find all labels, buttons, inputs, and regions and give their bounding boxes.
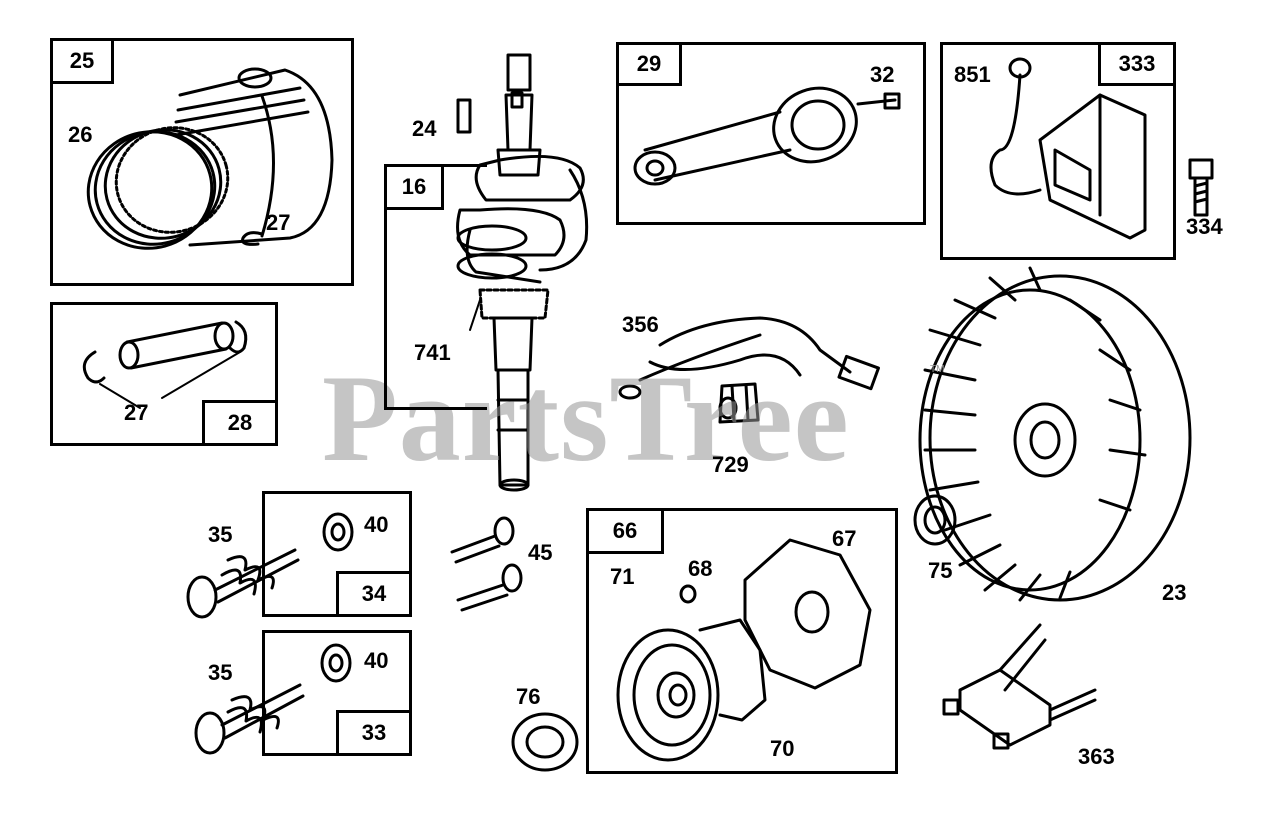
callout-key: 24: [412, 116, 437, 141]
callout-retainer-b: 27: [124, 400, 149, 425]
armature-box-tag: 333: [1098, 42, 1176, 86]
rod-box: [616, 42, 926, 225]
clutch-drawing: [616, 538, 872, 762]
retainer-clip-drawing: [241, 231, 264, 246]
callout-cap-a: 40: [364, 512, 389, 537]
seal-drawing: [511, 712, 579, 772]
armature-box: [940, 42, 1176, 260]
callout-flywheel: 23: [1162, 580, 1187, 605]
callout-retainer-a: 27: [266, 210, 291, 235]
armature-drawing: [989, 57, 1147, 240]
callout-rings: 26: [68, 122, 93, 147]
bracket-drawing: [942, 623, 1097, 750]
piston-box: [50, 38, 354, 286]
flywheel-drawing: [918, 266, 1192, 602]
callout-gear: 741: [414, 340, 451, 365]
valve-exhaust-box-tag: 34: [336, 571, 412, 617]
crankshaft-box-tag: 16: [384, 164, 444, 210]
ground-wire-drawing: [618, 316, 880, 400]
callout-clip: 729: [712, 452, 749, 477]
armature-screw-drawing: [1188, 158, 1214, 217]
piston-pin-drawing: [82, 320, 248, 409]
callout-tappet: 45: [528, 540, 553, 565]
callout-cap-b: 40: [364, 648, 389, 673]
piston-rings-drawing: [86, 126, 230, 250]
watermark-trademark: TM: [930, 364, 945, 375]
gear-leader: [469, 299, 481, 331]
callout-spring-a: 35: [208, 522, 233, 547]
callout-cup: 70: [770, 736, 795, 761]
callout-spring-b: 35: [208, 660, 233, 685]
callout-ratchet: 67: [832, 526, 857, 551]
clutch-box-tag: 66: [586, 508, 664, 554]
crankshaft-drawing: [456, 53, 589, 492]
tappets-drawing: [450, 516, 523, 612]
callout-bracket: 363: [1078, 744, 1115, 769]
piston-drawing: [174, 67, 334, 247]
rod-box-tag: 29: [616, 42, 682, 86]
connecting-rod-drawing: [633, 86, 901, 186]
pin-box: [50, 302, 278, 446]
valve-exhaust-drawing: [186, 512, 354, 619]
callout-pulley: 71: [610, 564, 635, 589]
callout-ground-wire: 356: [622, 312, 659, 337]
callout-armature-screw: 334: [1186, 214, 1223, 239]
callout-seal: 76: [516, 684, 541, 709]
washer-drawing: [913, 494, 957, 546]
clutch-box: [586, 508, 898, 774]
callout-ball: 68: [688, 556, 713, 581]
pin-box-tag: 28: [202, 400, 278, 446]
callout-rod-bolt: 32: [870, 62, 895, 87]
callout-washer: 75: [928, 558, 953, 583]
clip-drawing: [718, 382, 760, 424]
valve-intake-box-tag: 33: [336, 710, 412, 756]
piston-box-tag: 25: [50, 38, 114, 84]
callout-spark-wire: 851: [954, 62, 991, 87]
